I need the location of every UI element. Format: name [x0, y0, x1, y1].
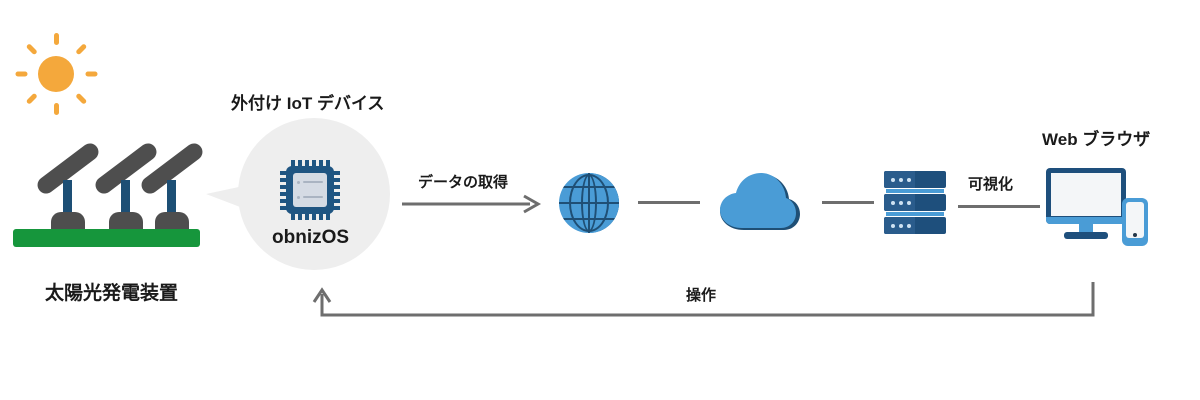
solar-panel-icon	[12, 140, 212, 260]
sun-ray	[54, 103, 59, 115]
monitor-chin	[1046, 217, 1126, 224]
sun-ray	[75, 92, 88, 105]
server-unit	[884, 217, 946, 234]
monitor-foot	[1064, 232, 1108, 239]
flow-visualize-label: 可視化	[968, 176, 1014, 193]
device-label: 外付け IoT デバイス	[231, 94, 385, 113]
sun-ray	[25, 92, 38, 105]
server-unit	[884, 171, 946, 188]
sun-ray	[25, 43, 38, 56]
acquire-arrow	[402, 194, 542, 214]
obnizos-label: obnizOS	[272, 227, 350, 248]
solar-base	[155, 212, 189, 234]
sun-ray	[15, 71, 28, 77]
globe-icon	[559, 173, 619, 233]
browser-label: Web ブラウザ	[1042, 130, 1151, 149]
connector-server-browser	[958, 205, 1040, 208]
connector-cloud-server	[822, 201, 874, 204]
sun-ray	[75, 43, 88, 56]
monitor-tablet-icon	[1046, 168, 1156, 248]
monitor-screen	[1051, 173, 1121, 216]
server-rack-icon	[884, 171, 946, 234]
sun-icon	[14, 32, 98, 116]
solar-post	[121, 180, 130, 228]
solar-post	[167, 180, 176, 228]
flow-acquire-label: データの取得	[418, 174, 509, 191]
solar-post	[63, 180, 72, 228]
monitor-neck	[1079, 224, 1093, 235]
tablet-screen	[1126, 202, 1144, 238]
solar-ground-bar	[13, 229, 200, 247]
connector-globe-cloud	[638, 201, 700, 204]
solar-base	[109, 212, 143, 234]
chip-die	[293, 173, 327, 207]
control-feedback-arrow	[312, 282, 1095, 317]
tablet-home-dot	[1133, 233, 1137, 237]
globe-sphere	[559, 173, 619, 233]
flow-control-label: 操作	[686, 287, 717, 304]
cloud-icon	[718, 172, 802, 232]
solar-base	[51, 212, 85, 234]
sun-ray	[85, 71, 98, 77]
sun-core	[38, 56, 74, 92]
chip-icon	[278, 158, 342, 222]
server-unit	[884, 194, 946, 211]
solar-label: 太陽光発電装置	[45, 283, 179, 304]
sun-ray	[54, 33, 59, 45]
